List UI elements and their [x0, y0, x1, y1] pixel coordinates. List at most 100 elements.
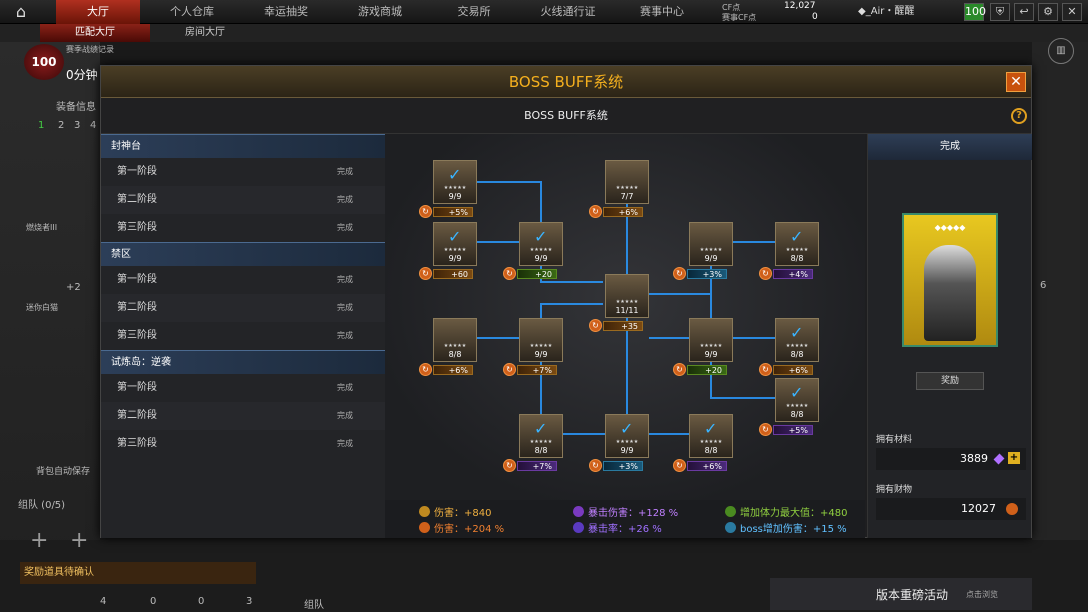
count-4: 3	[246, 596, 253, 607]
buff-value: +3%	[687, 269, 727, 279]
upgrade-icon[interactable]: ↻	[419, 267, 432, 280]
stage-label: 第二阶段	[117, 194, 157, 205]
upgrade-icon[interactable]: ↻	[673, 363, 686, 376]
nav-tab-warehouse[interactable]: 个人仓库	[170, 5, 214, 18]
stage-row[interactable]: 第三阶段完成	[101, 430, 385, 458]
stage-row[interactable]: 第二阶段完成	[101, 294, 385, 322]
character-figure	[924, 245, 976, 341]
upgrade-icon[interactable]: ↻	[589, 319, 602, 332]
buff-node[interactable]: ★★★★★8/8	[433, 318, 477, 362]
upgrade-icon[interactable]: ↻	[503, 459, 516, 472]
nav-tab-lobby[interactable]: 大厅	[56, 0, 140, 24]
stats-icon[interactable]: ▥	[1048, 38, 1074, 64]
home-icon[interactable]: ⌂	[15, 2, 27, 21]
reward-button[interactable]: 奖励	[916, 372, 984, 390]
stat-boss-damage: boss增加伤害：+15 %	[725, 520, 847, 535]
stage-row[interactable]: 第一阶段完成	[101, 158, 385, 186]
check-icon: ✓	[790, 323, 804, 342]
buff-node[interactable]: ★★★★★9/9	[689, 318, 733, 362]
stage-status: 完成	[337, 383, 353, 392]
node-stars: ★★★★★	[529, 247, 553, 253]
auto-save-text[interactable]: 背包自动保存	[36, 467, 91, 477]
close-button[interactable]: ✕	[1006, 72, 1026, 92]
add-materials-button[interactable]: +	[1008, 452, 1020, 464]
nav-tab-pass[interactable]: 火线通行证	[540, 5, 596, 18]
stage-row[interactable]: 第一阶段完成	[101, 374, 385, 402]
subtab-room-lobby[interactable]: 房间大厅	[185, 27, 225, 38]
node-count: 8/8	[790, 254, 804, 263]
player-name[interactable]: ◆_Air・醒醒	[858, 6, 915, 17]
slot-2[interactable]: 2	[58, 120, 65, 131]
stage-status: 完成	[337, 411, 353, 420]
upgrade-icon[interactable]: ↻	[759, 363, 772, 376]
node-stars: ★★★★★	[699, 343, 723, 349]
nav-tab-lottery[interactable]: 幸运抽奖	[264, 5, 308, 18]
buff-node[interactable]: ✓★★★★★8/8	[775, 318, 819, 362]
upgrade-icon[interactable]: ↻	[419, 205, 432, 218]
upgrade-icon[interactable]: ↻	[759, 267, 772, 280]
buff-node[interactable]: ✓★★★★★9/9	[433, 222, 477, 266]
buff-node[interactable]: ✓★★★★★9/9	[433, 160, 477, 204]
nav-tab-exchange[interactable]: 交易所	[457, 5, 491, 18]
buff-node[interactable]: ✓★★★★★8/8	[775, 378, 819, 422]
shield-icon[interactable]: ⛨	[990, 3, 1010, 21]
stage-status: 完成	[337, 275, 353, 284]
gem-icon	[993, 453, 1005, 465]
group-header-1[interactable]: 封神台	[101, 134, 385, 158]
buff-node[interactable]: ✓★★★★★8/8	[775, 222, 819, 266]
stat-damage-flat: 伤害：+840	[419, 504, 491, 519]
group-header-3[interactable]: 试炼岛：逆袭	[101, 350, 385, 374]
upgrade-icon[interactable]: ↻	[503, 267, 516, 280]
character-card[interactable]: ◆◆◆◆◆	[902, 213, 998, 347]
add-member-icon[interactable]: +	[70, 528, 89, 553]
node-stars: ★★★★★	[785, 343, 809, 349]
upgrade-icon[interactable]: ↻	[673, 459, 686, 472]
equip-info-label[interactable]: 装备信息	[56, 102, 96, 113]
group-header-2[interactable]: 禁区	[101, 242, 385, 266]
buff-node[interactable]: ✓★★★★★8/8	[689, 414, 733, 458]
buff-node[interactable]: ★★★★★9/9	[689, 222, 733, 266]
reward-panel-header: 完成	[868, 134, 1032, 160]
stat-value: +15 %	[812, 524, 847, 535]
add-member-icon[interactable]: +	[30, 528, 49, 553]
upgrade-icon[interactable]: ↻	[673, 267, 686, 280]
subtab-match-lobby[interactable]: 匹配大厅	[40, 24, 150, 42]
stage-row[interactable]: 第二阶段完成	[101, 402, 385, 430]
gear-icon[interactable]: ⚙	[1038, 3, 1058, 21]
buff-node[interactable]: ✓★★★★★9/9	[519, 222, 563, 266]
stage-row[interactable]: 第二阶段完成	[101, 186, 385, 214]
node-count: 9/9	[704, 350, 718, 359]
slot-4[interactable]: 4	[90, 120, 97, 131]
stage-row[interactable]: 第一阶段完成	[101, 266, 385, 294]
buff-node[interactable]: ✓★★★★★9/9	[605, 414, 649, 458]
chat-team-label[interactable]: 组队	[304, 600, 324, 611]
buff-node[interactable]: ★★★★★7/7	[605, 160, 649, 204]
side-item-1[interactable]: 燃烧者III	[26, 223, 58, 232]
close-window-icon[interactable]: ✕	[1062, 3, 1082, 21]
nav-tab-shop[interactable]: 游戏商城	[358, 5, 402, 18]
slot-1[interactable]: 1	[38, 120, 45, 131]
exit-icon[interactable]: ↩	[1014, 3, 1034, 21]
stage-row[interactable]: 第三阶段完成	[101, 322, 385, 350]
vip-badge[interactable]: 100	[964, 3, 986, 21]
upgrade-icon[interactable]: ↻	[759, 423, 772, 436]
promo-banner[interactable]: 版本重磅活动 点击浏览	[770, 578, 1032, 610]
nav-tab-events[interactable]: 赛事中心	[640, 5, 684, 18]
upgrade-icon[interactable]: ↻	[503, 363, 516, 376]
buff-node[interactable]: ★★★★★11/11	[605, 274, 649, 318]
team-label: 组队 (0/5)	[18, 500, 66, 511]
buff-tag: ↻+6%	[759, 363, 817, 376]
help-icon[interactable]: ?	[1011, 108, 1027, 124]
upgrade-icon[interactable]: ↻	[589, 459, 602, 472]
buff-node[interactable]: ✓★★★★★8/8	[519, 414, 563, 458]
buff-node[interactable]: ★★★★★9/9	[519, 318, 563, 362]
check-icon: ✓	[534, 419, 548, 438]
side-item-2[interactable]: 迷你白猫	[26, 303, 58, 312]
upgrade-icon[interactable]: ↻	[589, 205, 602, 218]
slot-3[interactable]: 3	[74, 120, 81, 131]
upgrade-icon[interactable]: ↻	[419, 363, 432, 376]
stat-label: boss增加伤害：	[740, 524, 813, 535]
reward-confirm-text[interactable]: 奖励道具待确认	[20, 562, 256, 584]
stage-row[interactable]: 第三阶段完成	[101, 214, 385, 242]
buff-tag: ↻+6%	[589, 205, 647, 218]
